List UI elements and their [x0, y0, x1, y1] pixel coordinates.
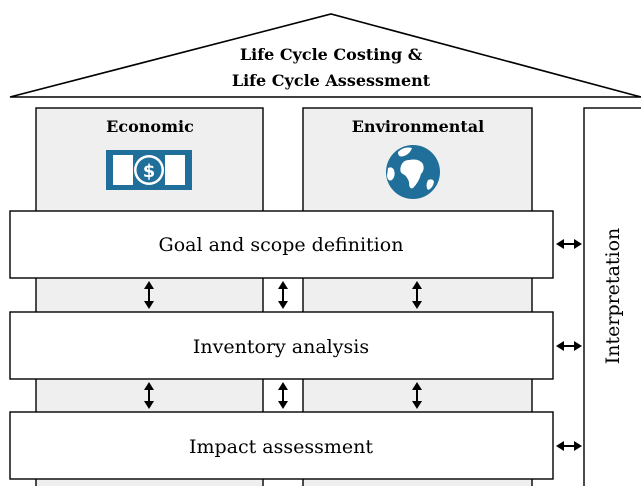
- arrow-environmental-inventory-impact: [412, 382, 422, 409]
- inventory-label: Inventory analysis: [193, 336, 369, 358]
- arrow-economic-inventory-impact: [144, 382, 154, 409]
- environmental-header: Environmental: [352, 117, 485, 136]
- economic-header: Economic: [106, 117, 194, 136]
- arrow-inventory-interpretation: [556, 341, 582, 351]
- dollar-bill-icon: $: [106, 150, 192, 190]
- interpretation-label: Interpretation: [602, 228, 624, 365]
- vertical-arrows: [144, 281, 422, 409]
- arrow-middle-inventory-impact: [278, 382, 288, 409]
- arrow-middle-goal-inventory: [278, 281, 288, 309]
- roof-title-line1: Life Cycle Costing &: [240, 45, 423, 64]
- interpretation-column: [583, 107, 641, 486]
- roof: [9, 13, 641, 98]
- goal-scope-box: [9, 210, 554, 279]
- goal-scope-label: Goal and scope definition: [159, 234, 404, 256]
- globe-icon: [386, 145, 440, 199]
- arrow-impact-interpretation: [556, 441, 582, 451]
- arrow-environmental-goal-inventory: [412, 281, 422, 309]
- arrow-goal-interpretation: [556, 239, 582, 249]
- arrow-economic-goal-inventory: [144, 281, 154, 309]
- inventory-box: [9, 311, 554, 380]
- impact-label: Impact assessment: [189, 436, 373, 458]
- svg-text:$: $: [143, 161, 156, 182]
- impact-box: [9, 411, 554, 480]
- horizontal-arrows: [556, 239, 582, 451]
- roof-title-line2: Life Cycle Assessment: [232, 71, 431, 90]
